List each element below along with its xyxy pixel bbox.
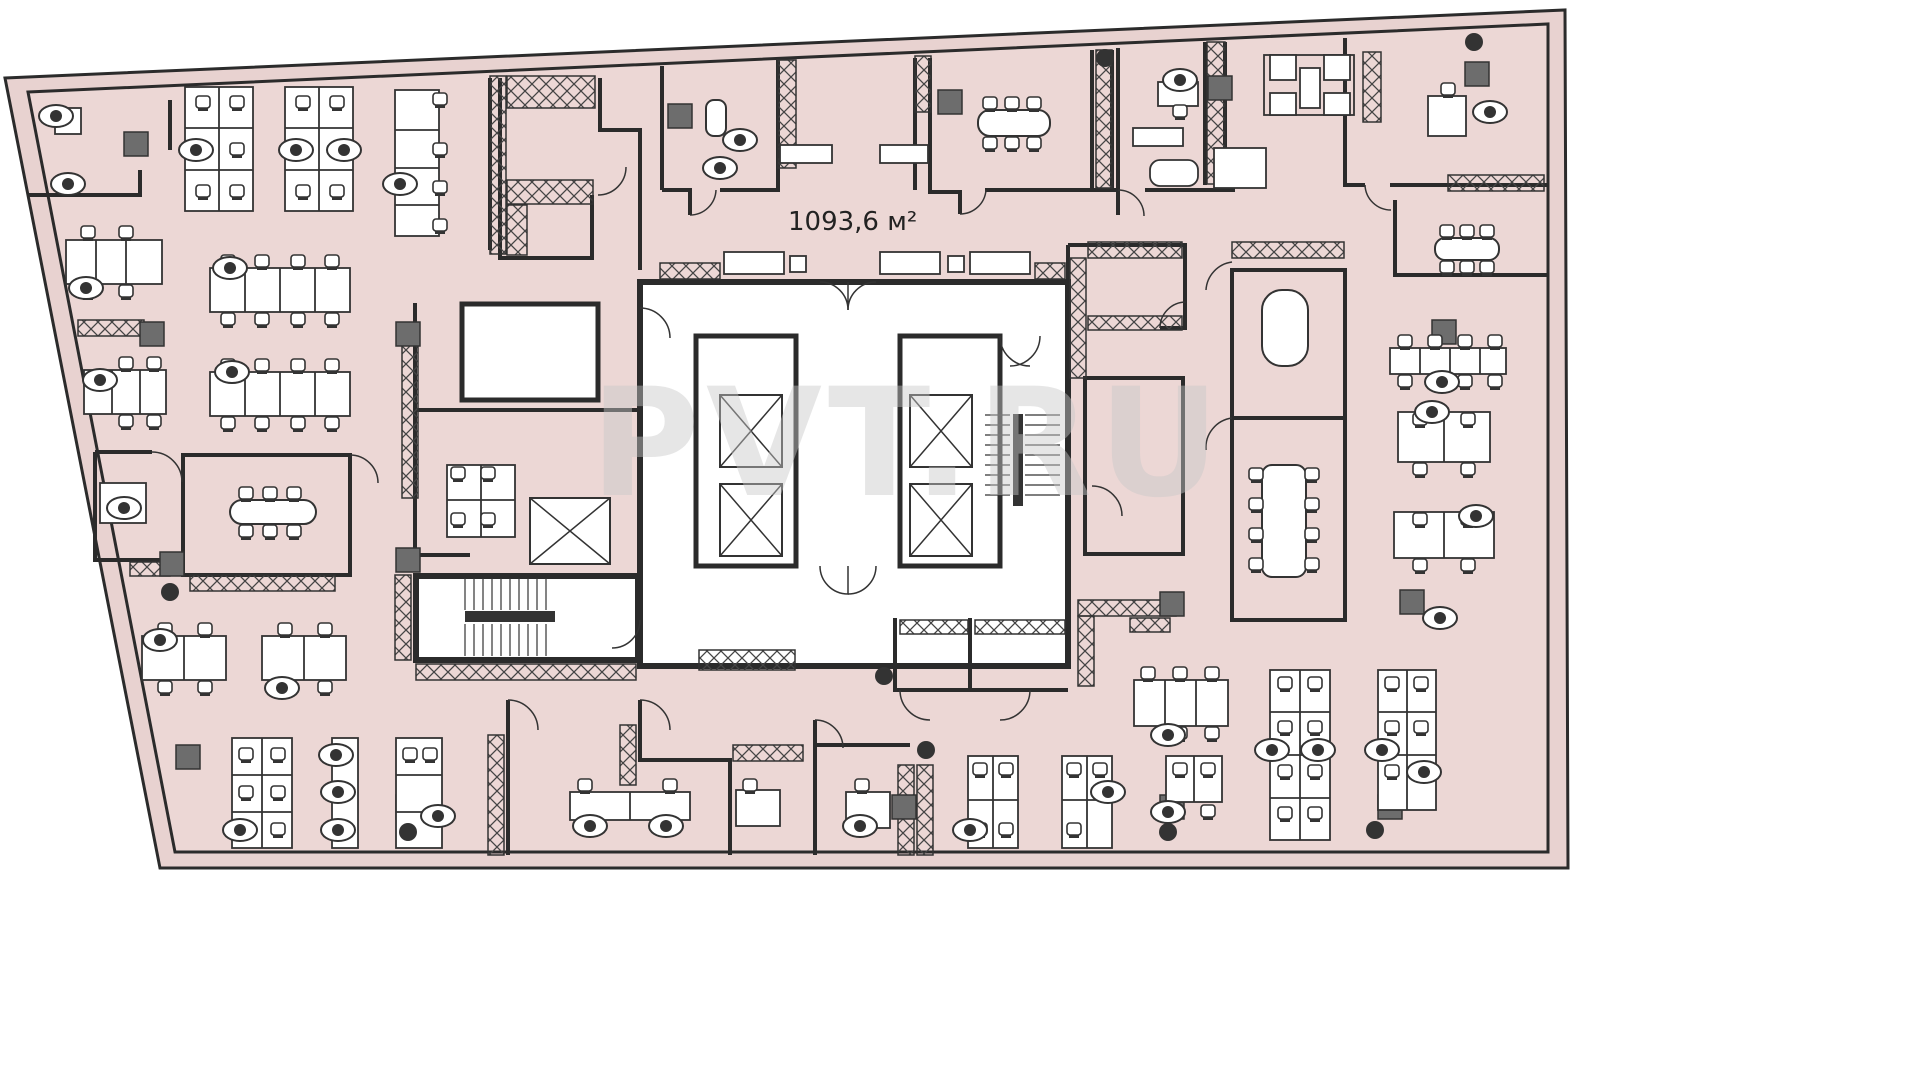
storage-units [77, 41, 1545, 856]
building-core [413, 279, 1185, 669]
doors [151, 166, 1392, 749]
plants [161, 33, 1483, 841]
area-label: 1093,6 м² [788, 207, 917, 237]
watermark-text: PVT.RU [590, 357, 1226, 531]
